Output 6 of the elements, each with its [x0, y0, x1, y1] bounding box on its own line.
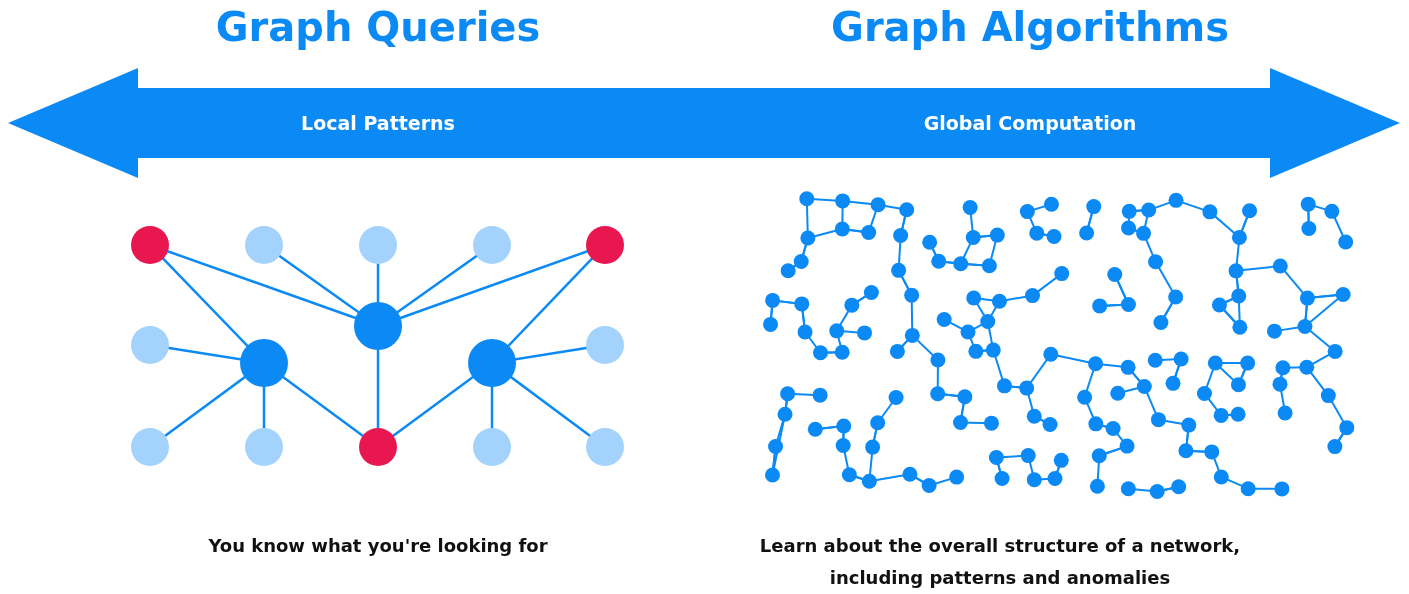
arrow-label: Global Computation	[922, 112, 1138, 134]
arrow-label: Local Patterns	[300, 112, 456, 134]
heading: Graph Queries	[214, 4, 542, 50]
heading: Graph Algorithms	[830, 4, 1230, 50]
description: Learn about the overall structure of a network, including patterns and anomalies	[758, 534, 1242, 590]
description: You know what you're looking for	[207, 534, 549, 558]
